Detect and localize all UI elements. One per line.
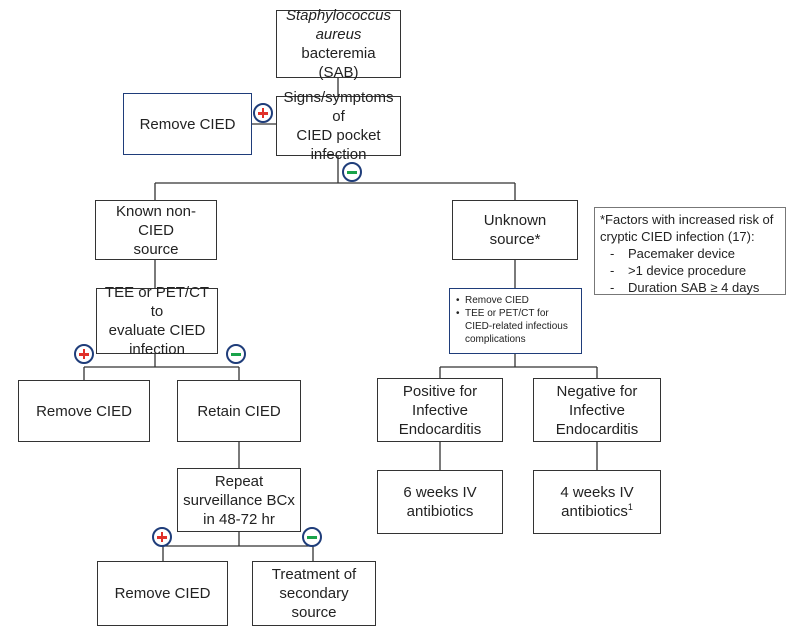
remove-cied-top-box: Remove CIED: [123, 93, 252, 155]
negative-line-2: Infective: [569, 401, 625, 419]
four-weeks-antibiotics: antibiotics: [561, 503, 628, 520]
negative-line-3: Endocarditis: [555, 420, 639, 438]
six-weeks-box: 6 weeks IV antibiotics: [377, 470, 503, 534]
minus-icon: [302, 527, 322, 547]
sab-title-rest: bacteremia: [301, 45, 376, 62]
known-line-1: Known non-CIED: [115, 202, 197, 239]
plus-icon: [152, 527, 172, 547]
four-weeks-line-2: antibiotics1: [560, 502, 633, 521]
note-list: Pacemaker device >1 device procedure Dur…: [600, 245, 780, 296]
remove-cied-left-label: Remove CIED: [36, 402, 132, 420]
footnote-marker: 1: [627, 502, 633, 512]
six-weeks-line-1: 6 weeks IV: [403, 484, 477, 501]
known-line-2: source: [133, 240, 179, 258]
positive-line-1: Positive for: [402, 382, 478, 400]
signs-symptoms-box: Signs/symptoms of CIED pocket infection: [276, 89, 401, 163]
sab-title-italic: Staphylococcus aureus: [285, 7, 392, 43]
note-item: Duration SAB ≥ 4 days: [610, 279, 780, 296]
signs-line-1: Signs/symptoms of: [283, 89, 394, 125]
positive-line-2: Infective: [412, 401, 468, 419]
remove-cied-left-box: Remove CIED: [18, 380, 150, 442]
sab-box: Staphylococcus aureus bacteremia (SAB): [276, 7, 401, 81]
tee-line-1: TEE or PET/CT to: [104, 284, 210, 320]
positive-ie-box: Positive for Infective Endocarditis: [377, 378, 503, 442]
sab-abbr: (SAB): [318, 64, 359, 81]
treatment-line-2: secondary source: [279, 585, 349, 621]
retain-cied-label: Retain CIED: [197, 402, 281, 420]
unknown-step-item: Remove CIED: [456, 294, 575, 307]
known-source-box: Known non-CIED source: [95, 200, 217, 260]
minus-icon: [226, 344, 246, 364]
remove-cied-bottom-box: Remove CIED: [97, 561, 228, 626]
tee-line-3: infection: [129, 341, 185, 358]
note-title: *Factors with increased risk of cryptic …: [600, 212, 774, 244]
minus-icon: [342, 162, 362, 182]
negative-ie-box: Negative for Infective Endocarditis: [533, 378, 661, 442]
plus-icon: [74, 344, 94, 364]
repeat-bcx-box: Repeat surveillance BCx in 48-72 hr: [177, 468, 301, 532]
six-weeks-line-2: antibiotics: [406, 503, 474, 520]
retain-cied-box: Retain CIED: [177, 380, 301, 442]
tee-evaluate-box: TEE or PET/CT to evaluate CIED infection: [96, 284, 218, 358]
tee-line-2: evaluate CIED: [108, 322, 206, 339]
repeat-line-3: in 48-72 hr: [203, 510, 275, 528]
four-weeks-line-1: 4 weeks IV: [560, 484, 634, 501]
repeat-line-1: Repeat: [214, 472, 264, 490]
signs-line-3: infection: [310, 146, 367, 163]
unknown-steps-box: Remove CIED TEE or PET/CT for CIED-relat…: [449, 288, 582, 354]
unknown-step-item: TEE or PET/CT for CIED-related infectiou…: [456, 307, 575, 346]
negative-line-1: Negative for: [556, 382, 638, 400]
signs-line-2: CIED pocket: [296, 127, 381, 144]
treatment-line-1: Treatment of: [271, 566, 357, 583]
unknown-source-label: Unknown source*: [483, 212, 547, 248]
repeat-line-2: surveillance BCx: [183, 491, 295, 509]
note-item: >1 device procedure: [610, 262, 780, 279]
remove-cied-top-label: Remove CIED: [139, 115, 236, 133]
treatment-secondary-box: Treatment of secondary source: [252, 561, 376, 626]
four-weeks-box: 4 weeks IV antibiotics1: [533, 470, 661, 534]
remove-cied-bottom-label: Remove CIED: [114, 585, 211, 602]
plus-icon: [253, 103, 273, 123]
risk-factors-note: *Factors with increased risk of cryptic …: [594, 207, 786, 296]
unknown-steps-list: Remove CIED TEE or PET/CT for CIED-relat…: [456, 294, 575, 346]
note-item: Pacemaker device: [610, 245, 780, 262]
positive-line-3: Endocarditis: [398, 420, 482, 438]
unknown-source-box: Unknown source*: [452, 200, 578, 260]
